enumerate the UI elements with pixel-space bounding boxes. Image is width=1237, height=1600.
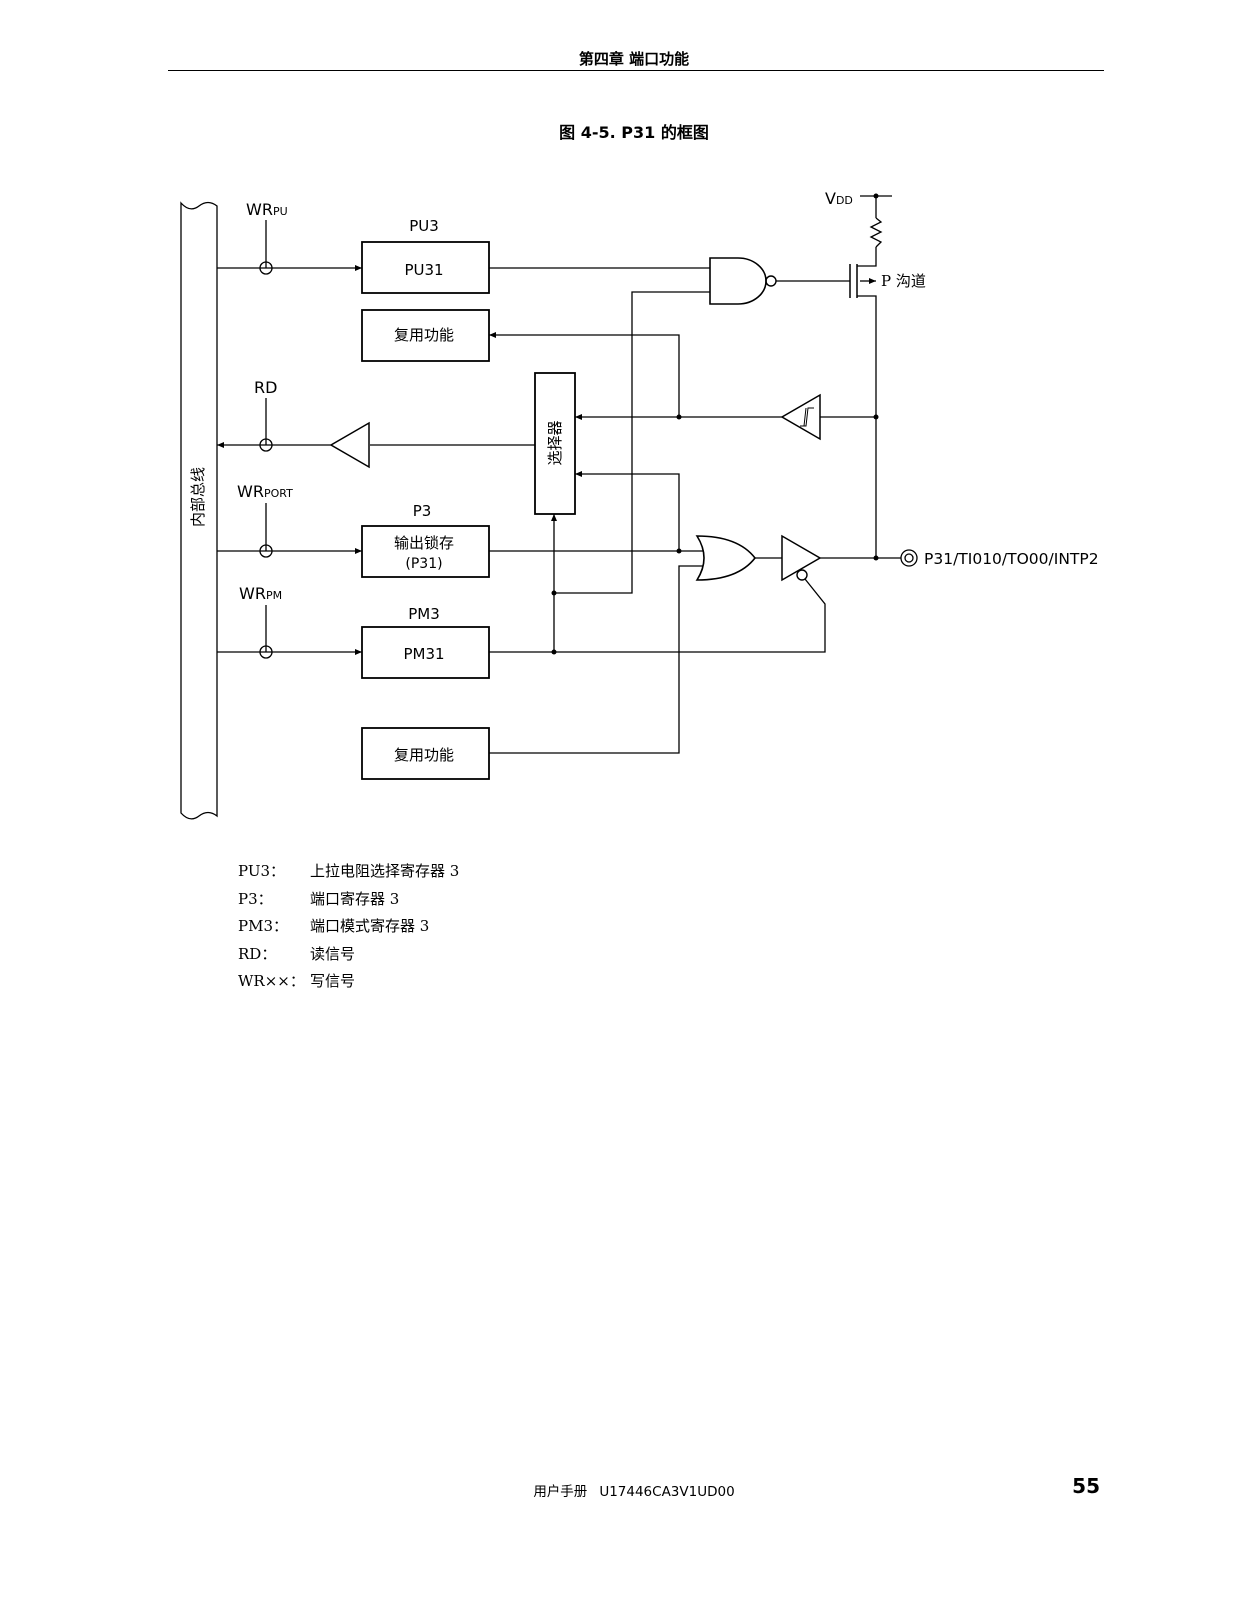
wr-port-label: WRPORT: [237, 482, 293, 501]
output-buffer: [781, 534, 822, 582]
junction-dot: [873, 555, 879, 561]
legend-item: WR××： 写信号: [238, 968, 459, 996]
junction-dot: [873, 193, 879, 199]
junction-dot: [676, 414, 682, 420]
legend-desc: 端口寄存器 3: [310, 889, 400, 908]
junction-dot: [676, 548, 682, 554]
rd-junction: [259, 438, 273, 452]
legend-item: PU3： 上拉电阻选择寄存器 3: [238, 858, 459, 886]
footer-manual: 用户手册: [533, 1484, 588, 1500]
legend-abbr: PM3：: [238, 917, 288, 936]
legend-desc: 读信号: [310, 944, 356, 963]
junction-dot: [551, 649, 557, 655]
pin-terminal-inner: [904, 553, 914, 563]
or-gate: [695, 535, 757, 581]
legend-desc: 上拉电阻选择寄存器 3: [310, 862, 460, 880]
page-number: 55: [1072, 1474, 1100, 1498]
vdd-label: VDD: [825, 189, 853, 208]
buffer-enable-bubble: [796, 569, 808, 581]
p3-caption: P3: [413, 502, 432, 520]
pm31-to-nand-wire: [554, 291, 710, 594]
legend-item: PM3： 端口模式寄存器 3: [238, 913, 459, 941]
pu31-label: PU31: [404, 261, 443, 279]
rd-buffer: [329, 421, 370, 469]
pin-terminal-outer: [900, 549, 918, 567]
junction-dot: [873, 414, 879, 420]
alt2-to-or-wire: [489, 565, 703, 754]
footer-doc-code: U17446CA3V1UD00: [599, 1484, 735, 1500]
wr-pm-label: WRPM: [239, 584, 282, 603]
latch-label-line2: (P31): [405, 556, 442, 572]
legend-abbr: WR××：: [238, 972, 305, 991]
schmitt-symbol-icon: [800, 407, 814, 427]
p-channel-label: P 沟道: [881, 272, 926, 290]
pu3-caption: PU3: [409, 217, 439, 235]
footer: 用户手册 U17446CA3V1UD00: [0, 1480, 1237, 1500]
internal-bus: [180, 201, 218, 820]
selector-label: 选择器: [546, 420, 564, 465]
alt-func-1-label: 复用功能: [394, 326, 454, 344]
legend-abbr: RD：: [238, 944, 277, 963]
bus-label: 内部总线: [189, 467, 207, 527]
header-rule: [168, 70, 1104, 71]
legend: PU3： 上拉电阻选择寄存器 3 P3： 端口寄存器 3 PM3： 端口模式寄存…: [238, 858, 459, 996]
legend-desc: 写信号: [310, 972, 356, 991]
junction-dot: [551, 590, 557, 596]
pm31-label: PM31: [403, 645, 444, 663]
nand-gate: [709, 257, 767, 305]
legend-abbr: P3：: [238, 889, 273, 908]
legend-abbr: PU3：: [238, 862, 286, 880]
pm31-to-enable-wire: [489, 578, 826, 653]
legend-item: P3： 端口寄存器 3: [238, 886, 459, 914]
legend-item: RD： 读信号: [238, 941, 459, 969]
nand-bubble: [765, 275, 777, 287]
alt-func-2-label: 复用功能: [394, 746, 454, 764]
pin-label: P31/TI010/TO00/INTP2: [924, 550, 1099, 568]
pmos-source: [857, 247, 877, 267]
pm31-box: [361, 626, 490, 679]
schmitt-buffer: [780, 393, 821, 441]
rd-label: RD: [254, 378, 277, 397]
pullup-resistor: [869, 217, 883, 248]
latch-label-line1: 输出锁存: [394, 534, 454, 552]
chapter-header: 第四章 端口功能: [578, 50, 690, 68]
pmos-drain: [857, 295, 877, 417]
alt-func-box-2: [361, 727, 490, 780]
alt1-feedback-wire: [489, 332, 680, 417]
pm3-caption: PM3: [408, 605, 440, 623]
wr-pu-label: WRPU: [246, 200, 288, 219]
legend-desc: 端口模式寄存器 3: [310, 917, 430, 936]
figure-title: 图 4-5. P31 的框图: [559, 123, 709, 142]
or-out-to-selector-wire: [575, 471, 680, 551]
